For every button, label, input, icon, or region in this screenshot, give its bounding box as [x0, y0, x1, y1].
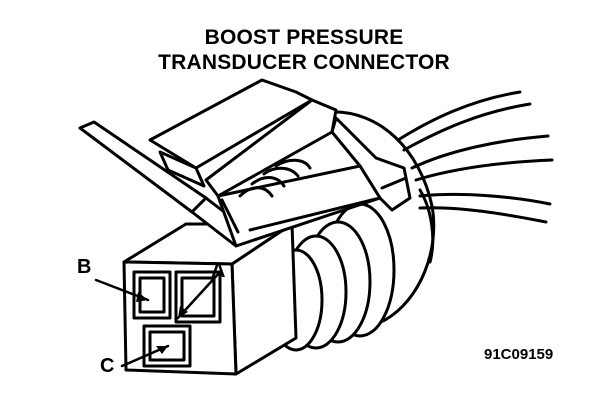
diagram-title-line-1: BOOST PRESSURE: [204, 26, 404, 49]
figure-id: 91C09159: [484, 346, 554, 363]
diagram-title-line-2: TRANSDUCER CONNECTOR: [158, 51, 450, 74]
spring-coil: [238, 158, 312, 198]
locking-latch: [78, 78, 412, 248]
terminal-label-c: C: [100, 355, 115, 377]
terminal-label-b: B: [77, 256, 92, 278]
leader-arrowheads: [136, 292, 188, 354]
wire-bundle: [396, 90, 554, 224]
terminal-label-a: A: [211, 260, 226, 282]
terminal-cavities: [132, 270, 222, 368]
